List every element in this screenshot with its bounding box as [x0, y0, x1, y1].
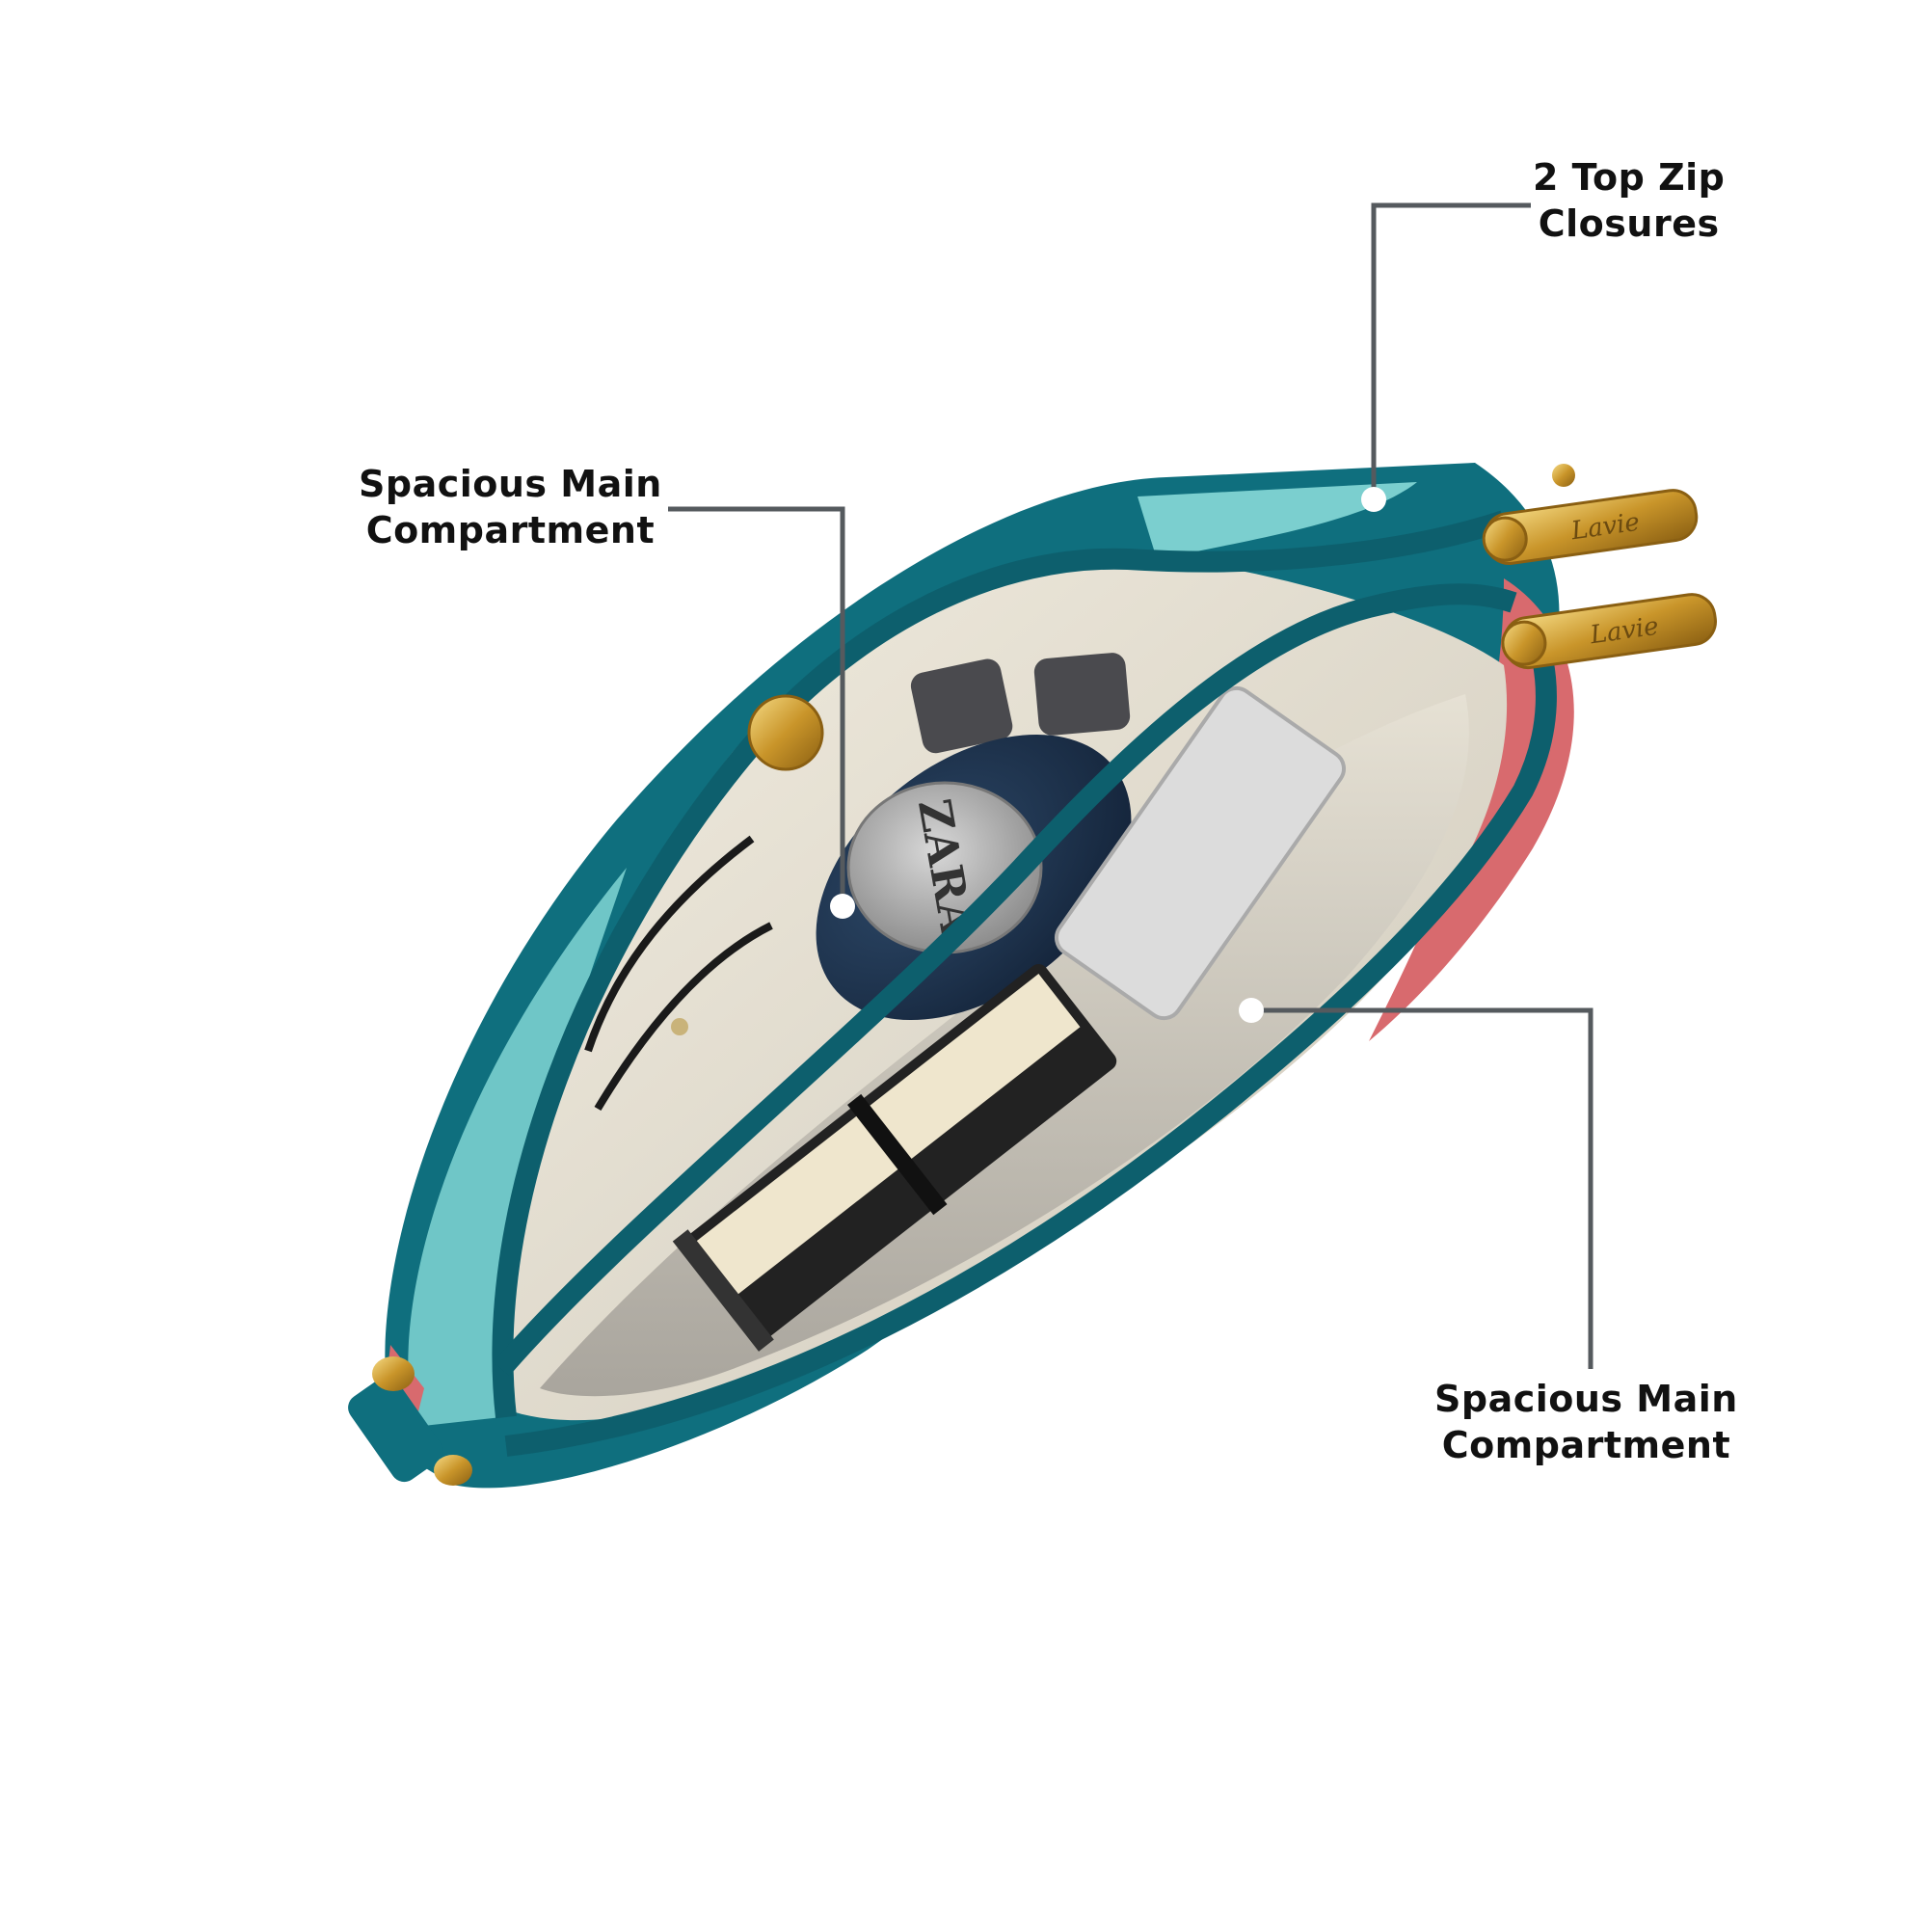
callout-line: Closures — [1538, 202, 1720, 245]
callout-line: Spacious Main — [1434, 1378, 1738, 1420]
leader-line-main-left — [668, 506, 845, 906]
callout-dot — [830, 894, 855, 919]
strap-ring — [372, 1356, 415, 1391]
notebook — [672, 964, 1117, 1352]
callout-leaders — [668, 202, 1593, 1369]
strap-ring — [1552, 464, 1575, 487]
callout-label-main-compartment-left: Spacious Main Compartment — [359, 461, 662, 553]
zipper-pull: Lavie — [1501, 593, 1717, 670]
leader-line-zip — [1371, 202, 1531, 499]
callout-line: Compartment — [365, 509, 656, 551]
callout-line: Compartment — [1441, 1424, 1731, 1466]
phone — [1054, 685, 1347, 1021]
strap-tab — [348, 1376, 443, 1483]
gold-button — [747, 694, 824, 771]
bag-aqua-panel — [1138, 482, 1417, 559]
callout-dot — [1361, 487, 1386, 512]
leader-line-main-right — [1251, 1007, 1593, 1369]
callout-label-main-compartment-right: Spacious Main Compartment — [1434, 1376, 1738, 1468]
callout-line: 2 Top Zip — [1533, 156, 1726, 199]
outer-zipper — [504, 622, 1557, 1457]
middle-zipper — [493, 583, 1517, 1377]
callout-label-zip-closures: 2 Top Zip Closures — [1533, 154, 1725, 247]
callout-line: Spacious Main — [359, 463, 662, 505]
sunglasses-block — [1033, 653, 1131, 736]
sunglasses-block — [910, 658, 1013, 754]
callout-dot — [1239, 998, 1264, 1023]
sunglasses-frame — [584, 835, 773, 1112]
zipper-pull: Lavie — [1482, 489, 1699, 566]
bag-aqua-panel — [408, 868, 627, 1427]
sunglasses-screw — [671, 1018, 688, 1035]
strap-ring — [434, 1455, 472, 1486]
main-zipper — [492, 510, 1508, 1419]
